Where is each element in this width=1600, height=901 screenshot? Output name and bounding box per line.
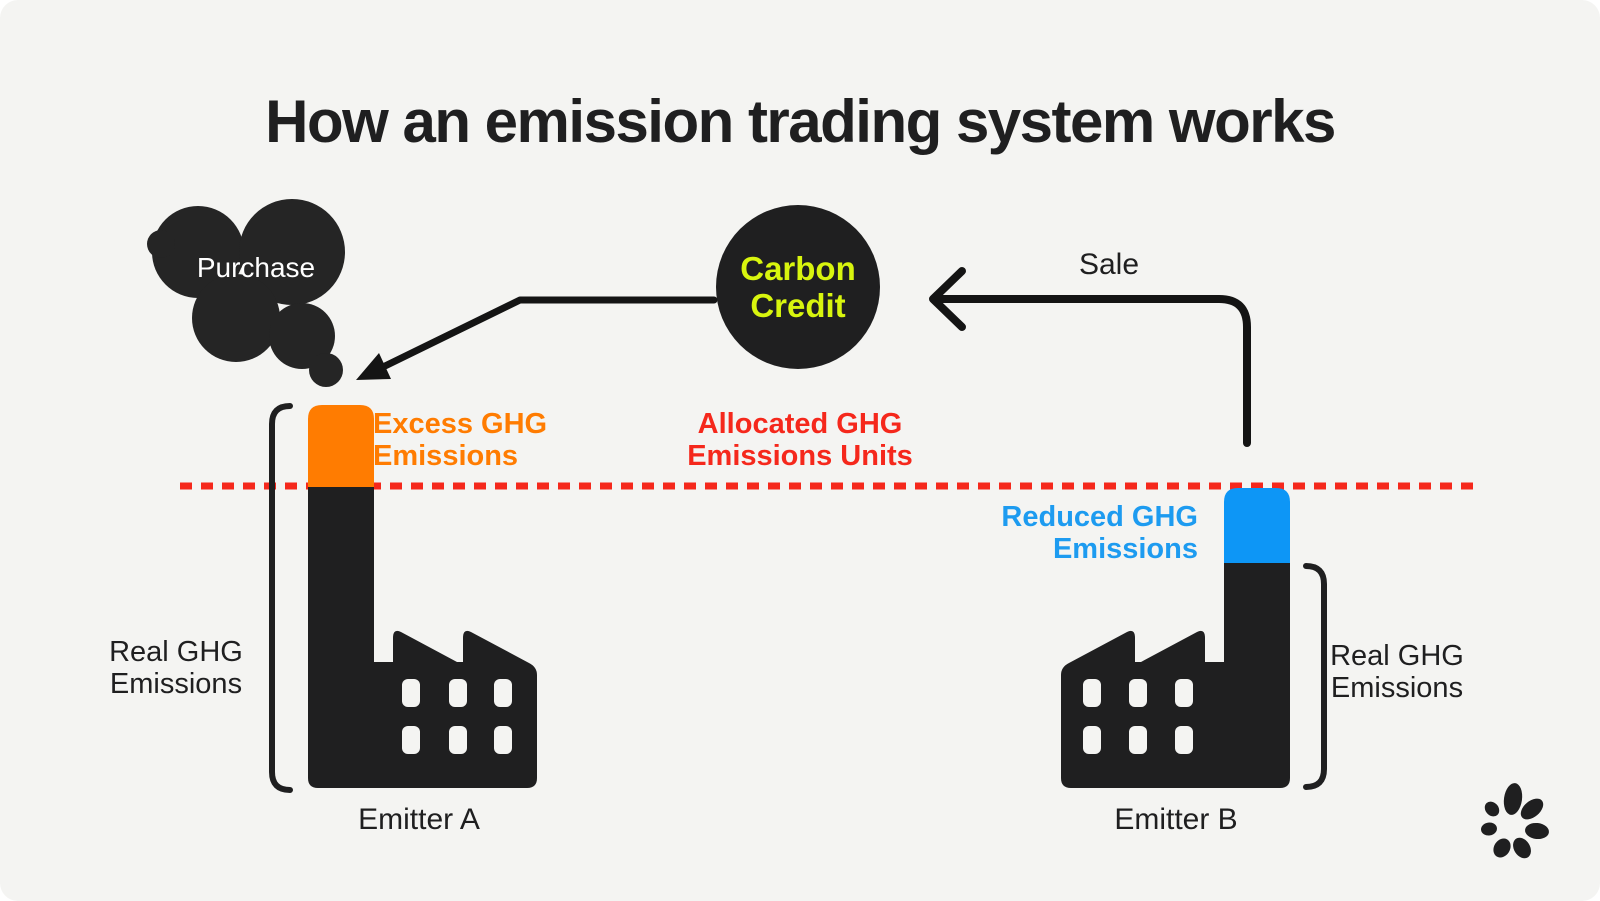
brand-logo-icon	[1481, 783, 1549, 859]
sale-label: Sale	[1078, 248, 1140, 281]
real-emissions-bracket-right	[1303, 563, 1327, 790]
reduced-chimney-cap	[1224, 488, 1290, 563]
real-ghg-label-right: Real GHG Emissions	[1330, 640, 1464, 705]
purchase-label: Purchase	[196, 252, 316, 283]
factory-a-windows	[402, 679, 512, 754]
excess-ghg-label: Excess GHG Emissions	[373, 408, 548, 473]
factory-b-body	[1061, 563, 1290, 788]
emitter-a-label: Emitter A	[358, 803, 480, 836]
allocated-ghg-units-label: Allocated GHG Emissions Units	[687, 408, 913, 473]
emitter-b-label: Emitter B	[1114, 803, 1238, 836]
reduced-ghg-label: Reduced GHG Emissions	[1001, 501, 1198, 566]
page-title: How an emission trading system works	[265, 88, 1336, 155]
purchase-arrow	[356, 296, 718, 380]
factory-a-body	[308, 487, 537, 788]
real-emissions-bracket-left	[269, 403, 293, 793]
sale-arrow	[929, 267, 1251, 447]
smoke-cloud-icon	[147, 199, 345, 387]
factory-a-icon	[308, 405, 537, 788]
real-ghg-label-left: Real GHG Emissions	[109, 636, 243, 701]
factory-b-icon	[1061, 488, 1290, 788]
excess-chimney-cap	[308, 405, 374, 487]
carbon-credit-label: Carbon Credit	[740, 250, 856, 325]
carbon-credit-circle	[716, 205, 880, 369]
factory-b-windows	[1083, 679, 1193, 754]
